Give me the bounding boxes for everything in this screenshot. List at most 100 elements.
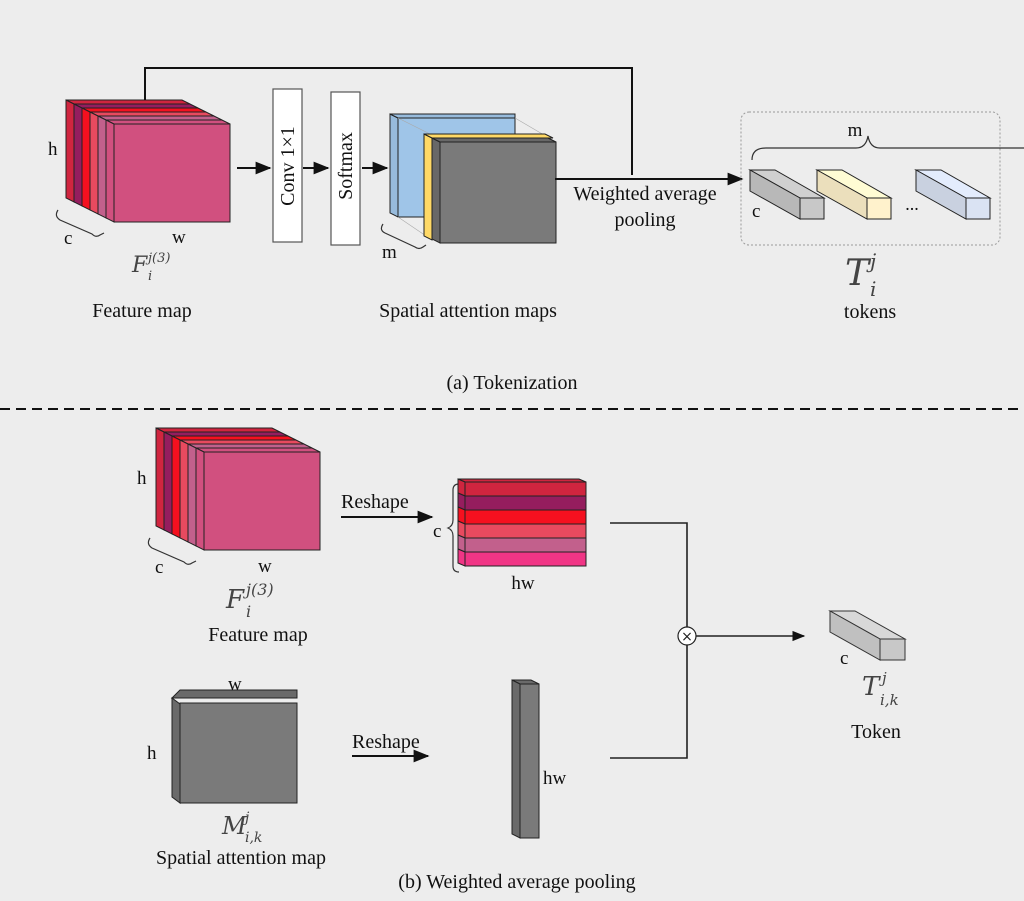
svg-text:i: i [246, 602, 251, 621]
conv-1x1-block: Conv 1×1 [272, 88, 303, 243]
feature-map-front-face [113, 123, 231, 223]
attention-map-symbol: M j i,k [221, 810, 262, 846]
tokens-label: tokens [844, 301, 896, 323]
matrix-row [464, 509, 587, 525]
feature-slice-top [187, 443, 313, 449]
caption-a: (a) Tokenization [447, 372, 578, 394]
attention-map-top [389, 113, 516, 119]
feature-slice-top [105, 119, 231, 125]
matrix-row [464, 495, 587, 511]
feature-slice-side [73, 103, 83, 207]
matrix-dim-hw: hw [511, 573, 535, 594]
caption-b: (b) Weighted average pooling [398, 871, 635, 893]
attention-map-front [439, 141, 557, 244]
token-dim-c: c [840, 648, 848, 669]
token-symbol: T j i,k [862, 669, 899, 709]
attention-map-label: Spatial attention map [156, 847, 326, 869]
feature-slice-top [65, 99, 191, 105]
feature-slice-side [65, 99, 75, 203]
token-front [799, 197, 825, 220]
feature-slice-side [155, 427, 165, 531]
c-brace [55, 209, 105, 237]
dim-w-label: w [172, 227, 186, 248]
matrix-row [464, 481, 587, 497]
attention-map-side [431, 137, 441, 244]
reshape-bottom-label: Reshape [352, 731, 420, 753]
feature-slice-side [163, 431, 173, 535]
tokens-dim-m: m [848, 120, 863, 141]
svg-text:i: i [870, 277, 876, 301]
svg-text:T: T [845, 253, 872, 294]
feature-slice-top [89, 111, 215, 117]
softmax-block: Softmax [330, 91, 361, 246]
attention-map-side [423, 133, 433, 241]
feature-slice-top [163, 431, 289, 437]
feature-slice-side [179, 439, 189, 543]
panel-a-tokenization: h w c F j(3) i Feature map Conv 1×1 Soft… [48, 67, 1024, 394]
panel-b-weighted-average-pooling: h w c F j(3) i Feature map Reshape c hw … [137, 427, 907, 893]
multiply-node: × [677, 626, 697, 646]
feature-slice-side [97, 115, 107, 219]
feature-map-label: Feature map [92, 300, 191, 322]
feature-map-symbol: F j(3) i [131, 251, 170, 284]
feature-slice-side [89, 111, 99, 215]
feature-slice-side [81, 107, 91, 211]
matrix-connector-line [610, 522, 688, 627]
dim-w-label-b: w [258, 556, 272, 577]
feature-map-cube-b [155, 427, 321, 551]
reshaped-vector [511, 679, 540, 839]
skip-connection-line [144, 67, 633, 175]
feature-slice-top [97, 115, 223, 121]
svg-text:j(3): j(3) [145, 251, 170, 266]
feature-slice-side [171, 435, 181, 539]
svg-text:j: j [866, 249, 876, 273]
tokens-ellipsis: ... [905, 194, 919, 214]
feature-map-symbol-b: F j(3) i [225, 580, 274, 621]
feature-map-cube-a [65, 99, 231, 223]
dim-m-label: m [382, 242, 397, 263]
vector-connector-line [610, 645, 688, 759]
matrix-dim-c: c [433, 521, 441, 542]
svg-text:F: F [225, 585, 245, 615]
vector-dim-hw: hw [543, 768, 567, 789]
attention-map-top [431, 137, 557, 143]
token-front [965, 197, 991, 220]
pooling-label-line2: pooling [614, 209, 675, 231]
feature-slice-top [171, 435, 297, 441]
svg-text:F: F [131, 253, 148, 278]
reshaped-matrix [457, 478, 587, 567]
svg-text:j: j [879, 669, 887, 687]
token-front [866, 197, 892, 220]
svg-text:i,k: i,k [880, 691, 899, 709]
token-bar [828, 610, 907, 661]
feature-slice-side [195, 447, 205, 551]
feature-slice-top [179, 439, 305, 445]
svg-text:j(3): j(3) [243, 580, 274, 599]
tokens-container [740, 111, 1001, 246]
token-bars [748, 169, 992, 220]
dim-c-label-b: c [155, 557, 163, 578]
feature-slice-side [105, 119, 115, 223]
dim-h-label-b: h [137, 468, 147, 489]
m-brace-tokens [751, 135, 1024, 161]
feature-map-front-face [203, 451, 321, 551]
m-brace [380, 223, 427, 250]
attention-maps-label: Spatial attention maps [379, 300, 557, 322]
multiply-icon: × [681, 629, 693, 645]
attention-map-b [170, 689, 298, 804]
c-brace-matrix [446, 483, 460, 573]
svg-text:i: i [148, 269, 152, 284]
svg-text:Conv 1×1: Conv 1×1 [277, 126, 299, 206]
feature-map-label-b: Feature map [208, 624, 307, 646]
att-dim-h: h [147, 743, 157, 764]
attention-maps-stack [389, 113, 557, 244]
feature-slice-top [81, 107, 207, 113]
matrix-row [464, 537, 587, 553]
c-brace-b [147, 537, 197, 565]
tokens-dim-c: c [752, 201, 760, 222]
svg-text:i,k: i,k [245, 830, 262, 846]
tokens-symbol: T j i [845, 249, 876, 301]
pooling-label-line1: Weighted average [573, 183, 716, 205]
reshape-top-label: Reshape [341, 491, 409, 513]
svg-text:M: M [221, 812, 248, 840]
